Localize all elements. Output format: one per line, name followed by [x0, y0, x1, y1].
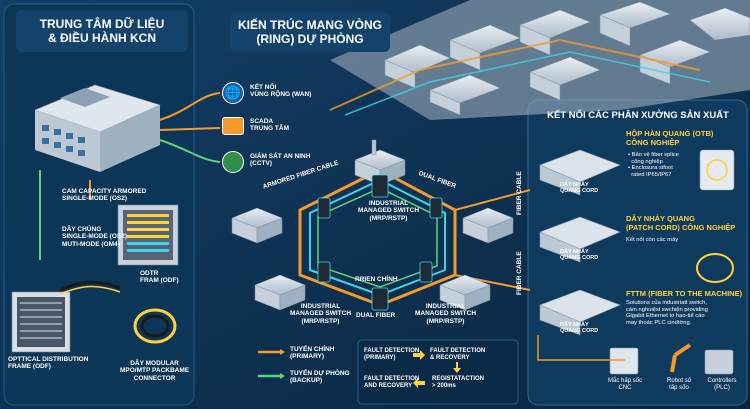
service-wan: 🌐 KẾT NỐI VÙNG RỘNG (WAN)	[222, 82, 322, 106]
mpo-cable-coil	[133, 308, 177, 344]
ring-factory-bottom-right	[439, 274, 491, 311]
workshop-3-bullets: Solutions của industriatt switch, cám ng…	[626, 300, 708, 326]
machine-cnc-label: Mắc hấp sốc CNC	[607, 378, 643, 391]
plc-controller-icon	[704, 349, 734, 375]
ring-factory-left	[231, 207, 283, 244]
label-fiber-cable-1: FIBER CABLE	[516, 171, 523, 215]
label-mpo-modular: DÂY MODULAR MPO/MTP PACKBAME CONNECTOR	[120, 360, 190, 382]
ring-factory-bottom-left	[254, 274, 306, 311]
label-rrien-chinh: RRIEN CHÍNH	[355, 276, 398, 283]
legend-primary: TUYẾN CHÍNH (PRIMARY)	[290, 346, 335, 361]
service-cctv: GIÁM SÁT AN NINH (CCTV)	[222, 151, 322, 175]
fault-step-3: REGISTATACTION > 200ms	[432, 376, 484, 389]
workshop-2-heading: DÂY NHẢY QUANG (PATCH CORD) CÔNG NGHIỆP	[626, 214, 736, 232]
legend-backup: TUYẾN DỰ PHÒNG (BACKUP)	[290, 370, 350, 385]
label-switch-top: INDUSTRIAL MANAGED SWITCH (MRP/RSTP)	[358, 200, 420, 222]
workshop-3-heading: FTTM (FIBER TO THE MACHINE)	[626, 289, 743, 298]
monitor-icon	[222, 117, 244, 135]
title-data-center: TRUNG TÂM DỮ LIỆU & ĐIỀU HÀNH KCN	[16, 10, 188, 52]
label-fiber-cable-2: FIBER CABLE	[516, 251, 523, 295]
otb-enclosure	[699, 149, 735, 191]
service-scada-label: SCADA TRUNG TÂM	[250, 118, 289, 133]
workshop-1-bullets: • Bảo vệ fiber splice công nghiệp • Encl…	[628, 152, 680, 178]
robot-arm-icon	[670, 343, 692, 373]
machine-plc-label: Controllers (PLC)	[707, 378, 737, 391]
workshop-rooms	[539, 149, 621, 336]
label-cam-capacity: CAM CAPACITY ARMORED SINGLE-MODE (OS2)	[62, 188, 147, 203]
fault-step-2: FAULT DETECTION & RECOVERY	[430, 348, 486, 361]
workshop-1-heading: HỘP HÀN QUANG (OTB) CÔNG NGHIỆP	[626, 129, 714, 147]
cnc-machine-icon	[609, 347, 639, 375]
label-odtr-frame: ODTR FRAM (ODF)	[140, 270, 179, 285]
service-scada: SCADA TRUNG TÂM	[222, 116, 322, 140]
machine-robot-label: Robot số tấp sốo	[666, 378, 691, 391]
ring-factory-right	[462, 207, 514, 244]
workshop-3-cord: DÂY NHẢY QUANG CORD	[560, 322, 599, 335]
fault-step-1: FAULT DETECTION (PRIMARY)	[364, 348, 420, 361]
label-switch-bottom-right: INDUSTRIAL MANAGED SWITCH (MRP/RSTP)	[415, 303, 477, 325]
label-optical-distribution-frame: OPTTICAL DISTRIBUTION FRAME (ODF)	[8, 356, 89, 371]
title-workshops: KẾT NỐI CÁC PHÂN XƯỞNG SẢN XUẤT	[547, 109, 729, 121]
ring-switches	[317, 174, 443, 311]
fault-step-4: FAULT DETECTION AND RECOVERY	[364, 376, 420, 389]
factory-buildings-top	[384, 1, 750, 116]
service-cctv-label: GIÁM SÁT AN NINH (CCTV)	[250, 153, 311, 168]
patch-cord-coil	[696, 253, 734, 283]
service-wan-label: KẾT NỐI VÙNG RỘNG (WAN)	[250, 84, 312, 99]
data-center-building	[34, 84, 161, 172]
workshop-2-cord: DÂY NHẢY QUANG CORD	[560, 249, 599, 262]
cctv-icon	[222, 151, 244, 173]
label-switch-bottom-left: INDUSTRIAL MANAGED SWITCH (MRP/RSTP)	[290, 303, 352, 325]
title-ring-architecture: KIẾN TRÚC MẠNG VÒNG (RING) DỰ PHÒNG	[230, 12, 390, 52]
workshop-1-cord: DÂY NHẢY QUANG CORD	[560, 182, 599, 195]
optical-distribution-frame	[11, 291, 71, 353]
label-day-chung: DÂY CHỦNG SINGLE-MODE (OS2) MUTI-MODE (O…	[62, 226, 128, 248]
globe-icon: 🌐	[222, 82, 244, 104]
workshop-2-bullets: Kết nối còn các máy	[626, 237, 679, 243]
label-dual-fiber-bottom: DUAL FIBER	[356, 312, 396, 319]
odf-rack	[117, 204, 179, 266]
